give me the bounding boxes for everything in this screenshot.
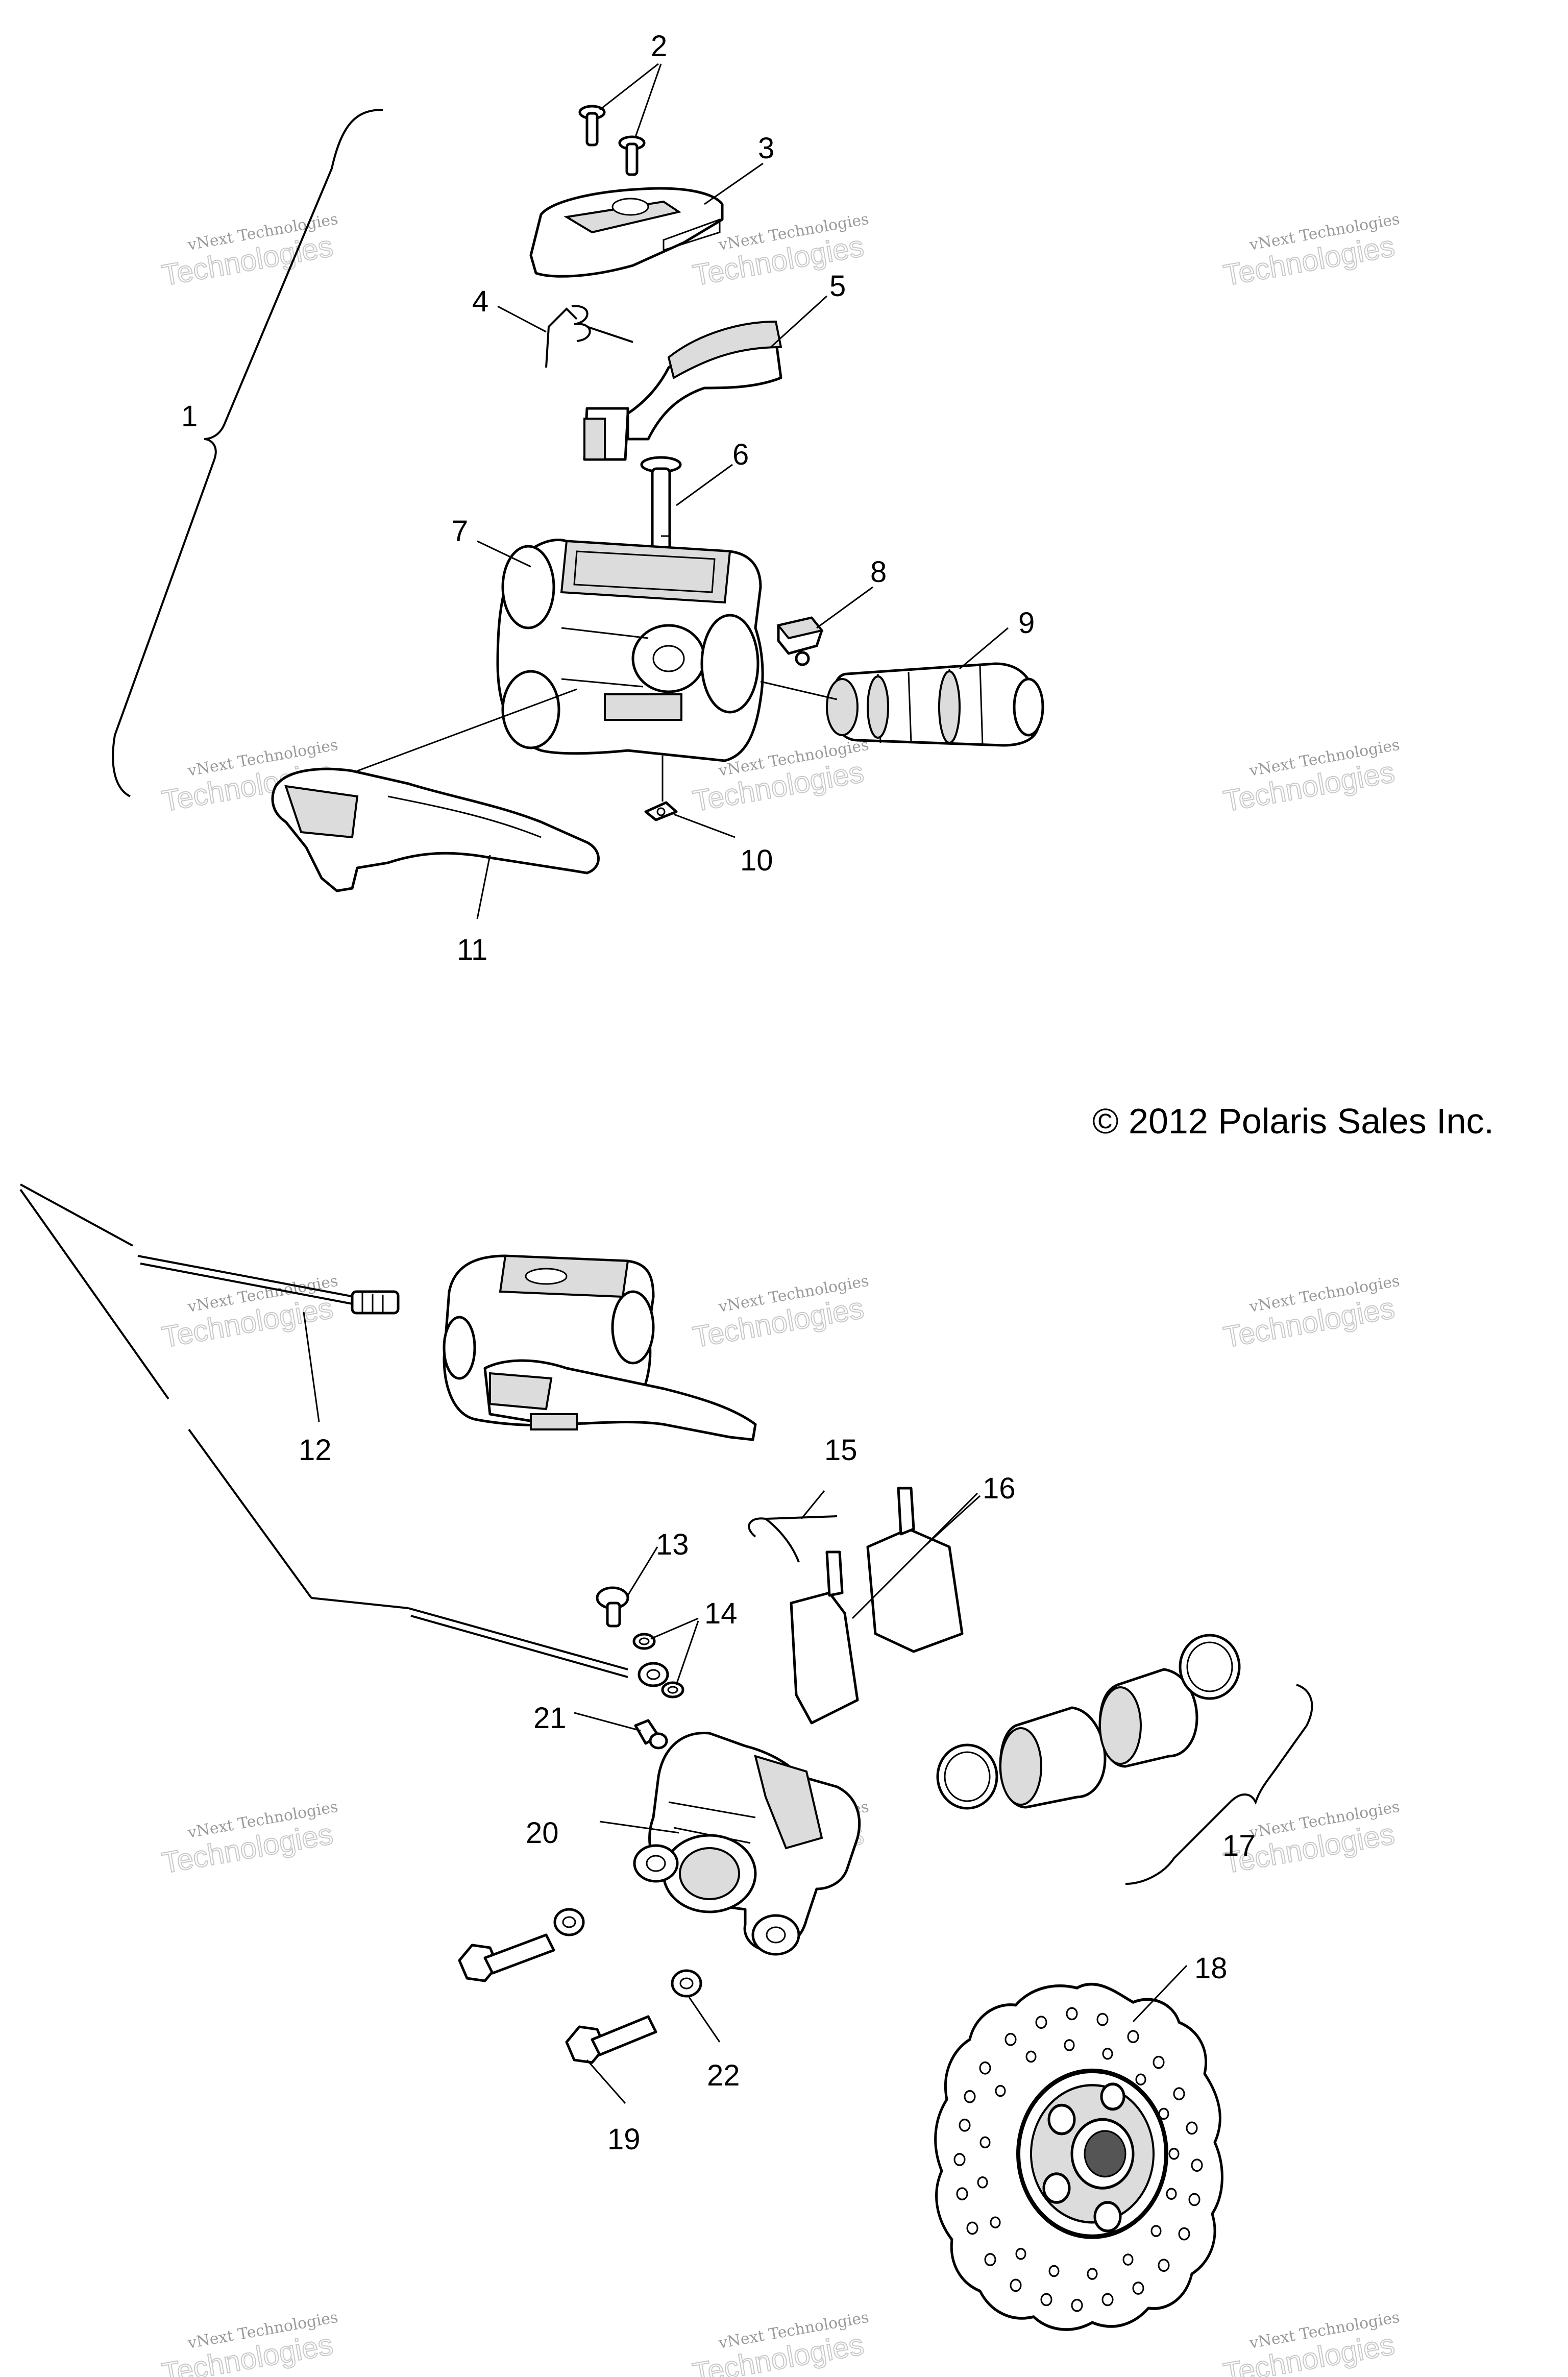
brake-lever-part-11 [271, 767, 600, 892]
piston-set-part-17 [936, 1634, 1241, 1810]
leader-line-lever [357, 688, 577, 772]
brake-pad-part-16b [866, 1487, 964, 1653]
callout-3: 3 [758, 132, 774, 165]
bolt-part-19a [458, 1933, 555, 1982]
banjo-fitting [408, 1607, 669, 1687]
callout-7: 7 [452, 515, 468, 548]
callout-9: 9 [1018, 607, 1035, 640]
clip-part-10 [644, 801, 678, 821]
callout-18: 18 [1194, 1952, 1228, 1985]
callout-5: 5 [829, 270, 846, 303]
callout-11: 11 [457, 933, 487, 966]
callout-8: 8 [870, 555, 887, 589]
screw-part-2a [578, 105, 606, 147]
rotor-holes [953, 2007, 1203, 2312]
brake-pad-part-16a [790, 1550, 859, 1725]
callout-22: 22 [707, 2059, 740, 2092]
callout-2: 2 [651, 30, 667, 63]
callout-20: 20 [526, 1816, 559, 1850]
callout-13: 13 [656, 1528, 689, 1561]
assembly-bracket-1 [112, 109, 383, 797]
lever-arm-part-5 [583, 320, 782, 461]
washer-part-22a [553, 1908, 585, 1936]
assembly-bracket-17 [1125, 1684, 1313, 1885]
screw-part-2b [618, 135, 646, 176]
pin-part-6 [640, 456, 682, 552]
master-cylinder-body-part-7 [496, 539, 764, 762]
hose-guide-lines [19, 1183, 409, 1609]
callout-16: 16 [983, 1472, 1016, 1505]
spring-part-4 [545, 305, 633, 368]
washer-part-14b [661, 1681, 684, 1699]
banjo-bolt-part-13 [596, 1586, 629, 1628]
callout-15: 15 [824, 1434, 857, 1467]
callout-21: 21 [533, 1702, 567, 1735]
callout-17: 17 [1222, 1829, 1256, 1862]
bleeder-part-21 [634, 1719, 668, 1750]
caliper-part-20 [633, 1731, 861, 1956]
callout-10: 10 [740, 844, 773, 877]
bolt-part-19b [565, 2015, 657, 2064]
cover-part-3 [529, 187, 724, 278]
callout-14: 14 [704, 1597, 738, 1630]
retaining-pin-part-15 [748, 1515, 838, 1563]
callout-labels: 1 2 3 4 5 6 7 8 9 10 11 12 13 14 15 16 1… [181, 30, 1256, 2156]
leader-line-piston [760, 681, 838, 700]
washer-part-14a [632, 1633, 656, 1650]
callout-12: 12 [299, 1434, 332, 1467]
callout-19: 19 [607, 2123, 641, 2156]
callout-1: 1 [181, 400, 198, 433]
callout-6: 6 [732, 438, 749, 471]
watermarks: Technologies vNext Technologies Technolo… [159, 210, 1401, 2377]
callout-leaders [303, 63, 1188, 2104]
washer-part-22b [671, 1969, 702, 1998]
copyright-notice: © 2012 Polaris Sales Inc. [1092, 1101, 1494, 1141]
assembled-master-cylinder [443, 1254, 757, 1441]
switch-part-8 [776, 616, 824, 666]
callout-4: 4 [472, 285, 488, 318]
piston-part-9 [826, 662, 1044, 747]
brake-rotor-part-18 [934, 1982, 1223, 2331]
brake-hose-part-12 [137, 1255, 400, 1315]
